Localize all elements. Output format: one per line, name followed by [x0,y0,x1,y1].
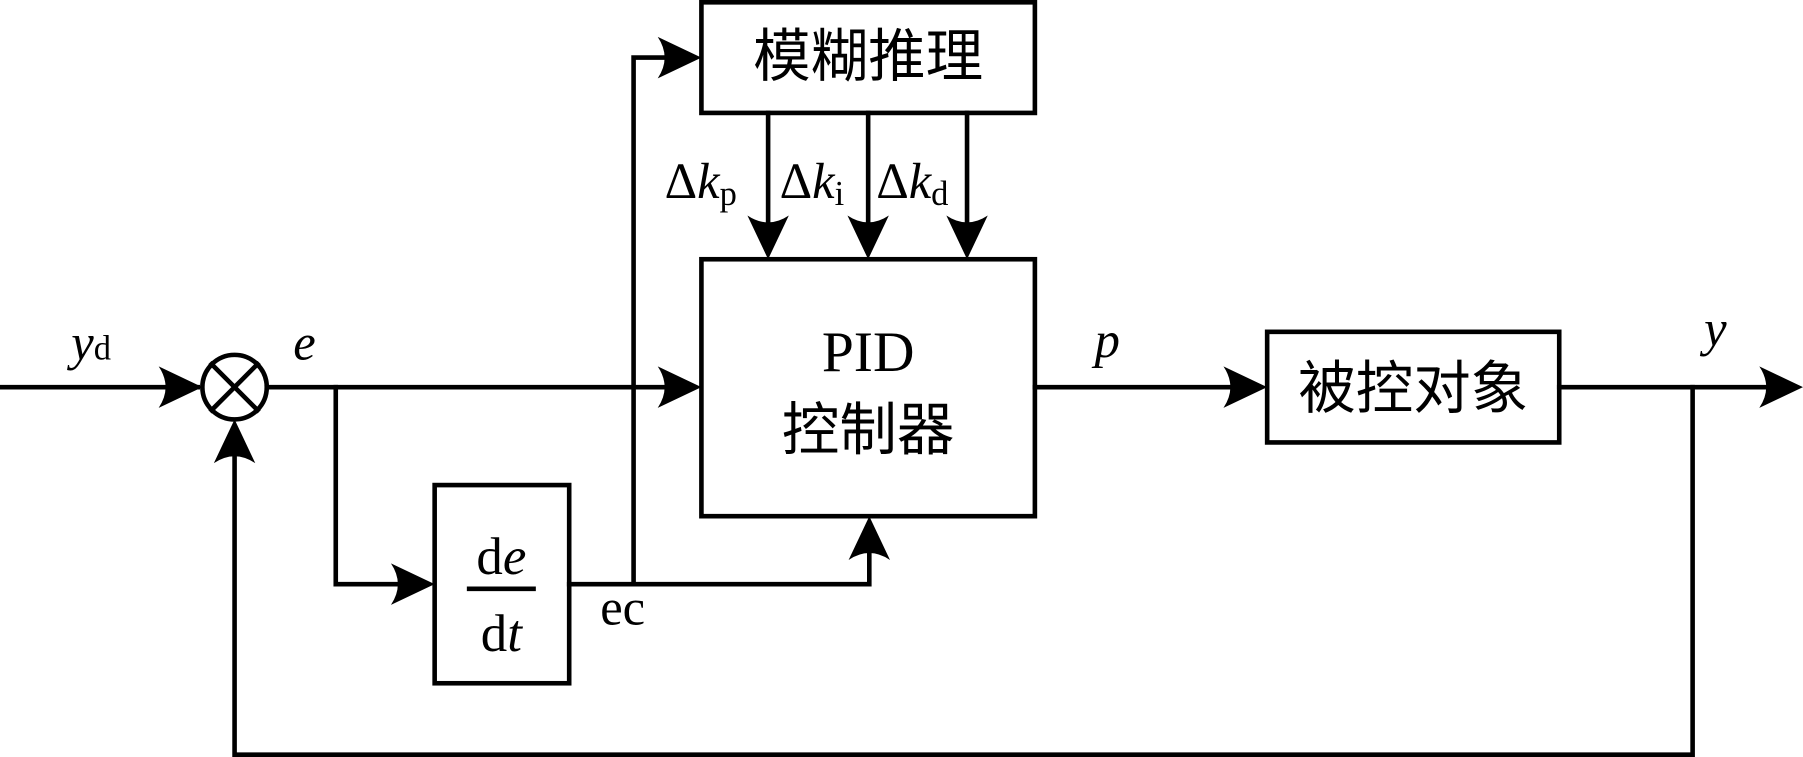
arrow-up-icon [213,419,256,464]
derivative-block[interactable] [432,482,572,686]
svg-text:de: de [476,528,526,586]
control-signal-label: p [1092,312,1120,368]
delta-ki-label: Δki [780,153,845,213]
derivative-numerator-e: e [503,528,526,586]
ec-branch-wire [631,55,693,587]
signal-wires [0,55,1774,757]
summing-junction[interactable] [200,352,270,422]
arrow-right-icon [1223,366,1268,408]
delta-kd-label: Δkd [876,153,948,213]
arrow-right-icon [390,563,435,605]
output-signal-label: y [1699,301,1727,357]
derivative-fraction: de dt [466,528,536,663]
delta-kp-label: Δkp [665,153,737,213]
error-branch-wire [333,384,426,587]
arrow-down-icon [946,215,988,260]
pid-controller-label-line2: 控制器 [782,396,954,463]
derivative-denominator-t: t [507,605,523,663]
arrow-down-icon [747,215,789,260]
fuzzy-inference-label: 模糊推理 [753,23,983,90]
arrow-right-icon [158,366,203,408]
derivative-numerator-d: d [476,528,502,586]
arrow-right-icon [1759,366,1803,408]
arrowheads [158,36,1803,605]
error-signal-label: e [293,314,315,370]
svg-text:dt: dt [481,605,523,663]
arrow-up-icon [848,516,891,560]
plant-label: 被控对象 [1298,355,1528,422]
arrow-down-icon [847,215,889,260]
pid-controller-label-line1: PID [822,321,915,384]
ec-signal-label: ec [600,579,645,635]
arrow-right-icon [657,36,702,79]
ec-wire [566,525,872,587]
feedback-wire [232,384,1695,757]
plant-block[interactable] [1264,329,1562,445]
pid-controller-block[interactable] [699,256,1038,519]
reference-signal-label: yd [66,314,111,370]
arrow-right-icon [657,366,702,408]
derivative-denominator-d: d [481,605,507,663]
